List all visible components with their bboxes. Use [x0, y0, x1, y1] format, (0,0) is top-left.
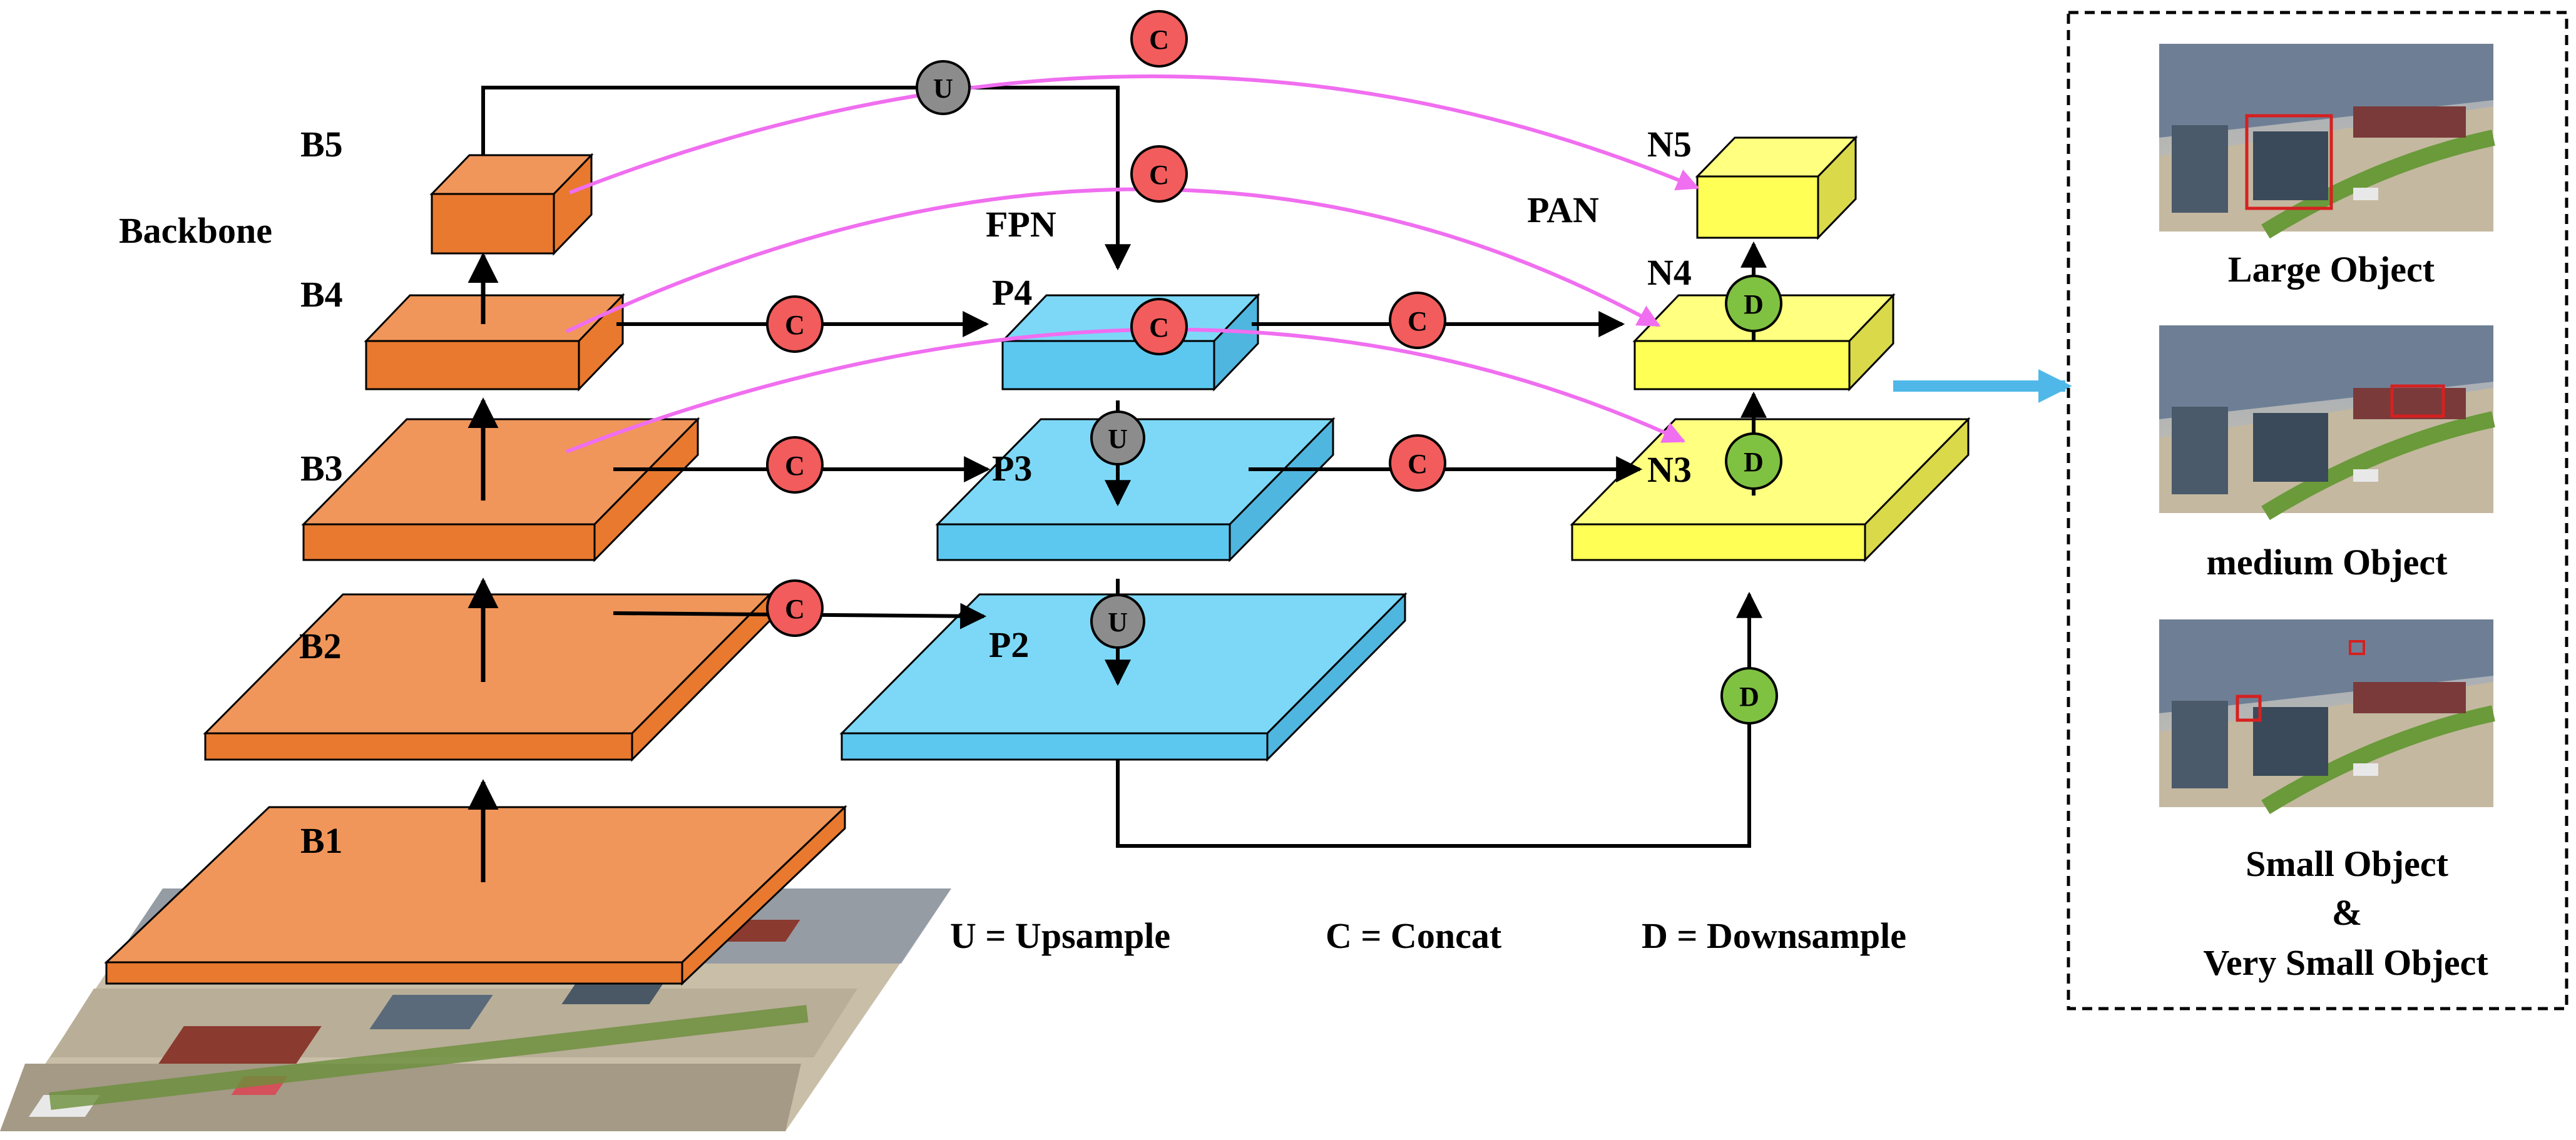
layer-label-p4: P4 [992, 272, 1032, 313]
backbone-b3-layer [301, 417, 700, 562]
concat-label: C [1149, 24, 1169, 55]
backbone-b4-layer [364, 293, 625, 392]
upsample-node-p2: U [1090, 594, 1145, 649]
upsample-node-top: U [916, 60, 971, 115]
large-object-label: Large Object [2228, 249, 2435, 290]
pan-label: PAN [1527, 190, 1599, 230]
upsample-label: U [1108, 607, 1128, 638]
downsample-label: D [1744, 447, 1764, 477]
concat-node-b4-p4: C [766, 295, 824, 353]
concat-node-b4: C [1130, 145, 1188, 203]
concat-node-b2-p2: C [766, 579, 824, 637]
legend-concat: C = Concat [1326, 915, 1502, 956]
concat-node-b3-p3: C [766, 436, 824, 494]
concat-label: C [1149, 160, 1169, 190]
downsample-node-n3: D [1725, 432, 1782, 490]
pan-n5-layer [1695, 135, 1858, 240]
detection-output-panel: Large Object medium Object [2067, 11, 2568, 1010]
small-object-ampersand: & [2332, 892, 2362, 933]
downsample-label: D [1739, 681, 1759, 712]
upsample-label: U [933, 73, 953, 104]
upsample-label: U [1108, 424, 1128, 454]
legend-downsample: D = Downsample [1642, 915, 1906, 956]
layer-label-p2: P2 [989, 624, 1029, 665]
concat-node-p4-n4: C [1389, 292, 1446, 349]
layer-label-b3: B3 [300, 448, 343, 489]
layer-label-n3: N3 [1647, 449, 1692, 490]
skip-curves [565, 74, 1700, 454]
downsample-node-p2: D [1720, 667, 1778, 725]
backbone-b1-layer [104, 805, 847, 986]
backbone-label: Backbone [119, 210, 272, 251]
large-object-thumbnail [2159, 44, 2495, 239]
medium-object-label: medium Object [2207, 542, 2448, 583]
fpn-p4-layer [1000, 293, 1260, 392]
layer-label-b4: B4 [300, 274, 343, 315]
small-object-thumbnail [2159, 619, 2495, 815]
concat-label: C [785, 594, 805, 624]
concat-node-top: C [1130, 10, 1188, 68]
downsample-node-n4: D [1725, 275, 1782, 332]
layer-label-p3: P3 [992, 448, 1032, 489]
concat-label: C [1149, 312, 1169, 343]
concat-label: C [1408, 306, 1428, 337]
layer-label-n4: N4 [1647, 252, 1692, 293]
layer-label-n5: N5 [1647, 124, 1692, 165]
legend-upsample: U = Upsample [950, 915, 1170, 956]
upsample-node-p3: U [1090, 410, 1145, 466]
layer-label-b5: B5 [300, 124, 343, 165]
fpn-label: FPN [986, 204, 1056, 245]
concat-label: C [785, 450, 805, 481]
small-object-label: Small Object [2246, 843, 2448, 884]
concat-label: C [785, 310, 805, 340]
layer-label-b2: B2 [299, 626, 342, 666]
fpn-p3-layer [935, 417, 1336, 562]
concat-node-p3-n3: C [1389, 434, 1446, 492]
backbone-b5-layer [429, 153, 594, 256]
layer-label-b1: B1 [300, 820, 343, 861]
concat-node-b3: C [1130, 298, 1188, 355]
pan-n4-layer [1632, 293, 1896, 392]
concat-label: C [1408, 449, 1428, 479]
backbone-b2-layer [203, 592, 772, 762]
downsample-label: D [1744, 289, 1764, 320]
medium-object-thumbnail [2159, 325, 2495, 521]
very-small-object-label: Very Small Object [2203, 942, 2488, 983]
